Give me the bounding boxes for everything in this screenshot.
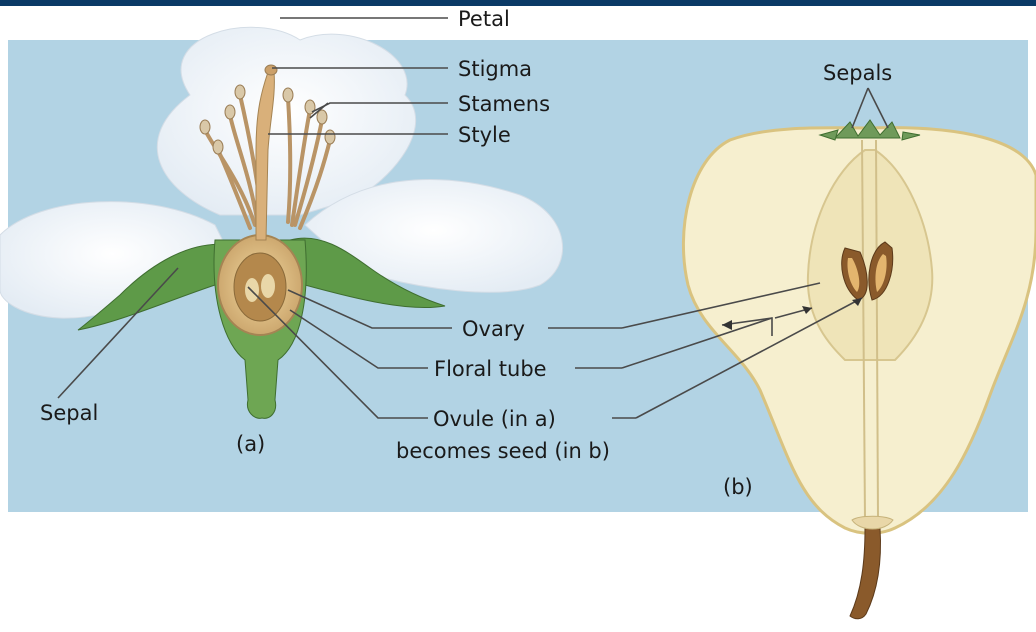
label-ovule-line2: becomes seed (in b) — [396, 439, 610, 463]
label-style: Style — [458, 123, 511, 147]
pear-stem — [850, 528, 880, 619]
label-panel-a: (a) — [236, 432, 265, 456]
label-sepals: Sepals — [823, 61, 892, 85]
label-sepal: Sepal — [40, 401, 98, 425]
stigma-shape — [265, 65, 277, 75]
label-petal: Petal — [458, 7, 510, 31]
top-bar — [0, 0, 1036, 6]
label-stigma: Stigma — [458, 57, 532, 81]
label-floral-tube: Floral tube — [434, 357, 547, 381]
label-stamens: Stamens — [458, 92, 550, 116]
ovary-chamber — [234, 253, 286, 321]
label-ovule-line1: Ovule (in a) — [433, 407, 556, 431]
ovule-right — [261, 274, 275, 298]
label-ovary: Ovary — [462, 317, 525, 341]
label-panel-b: (b) — [723, 475, 753, 499]
